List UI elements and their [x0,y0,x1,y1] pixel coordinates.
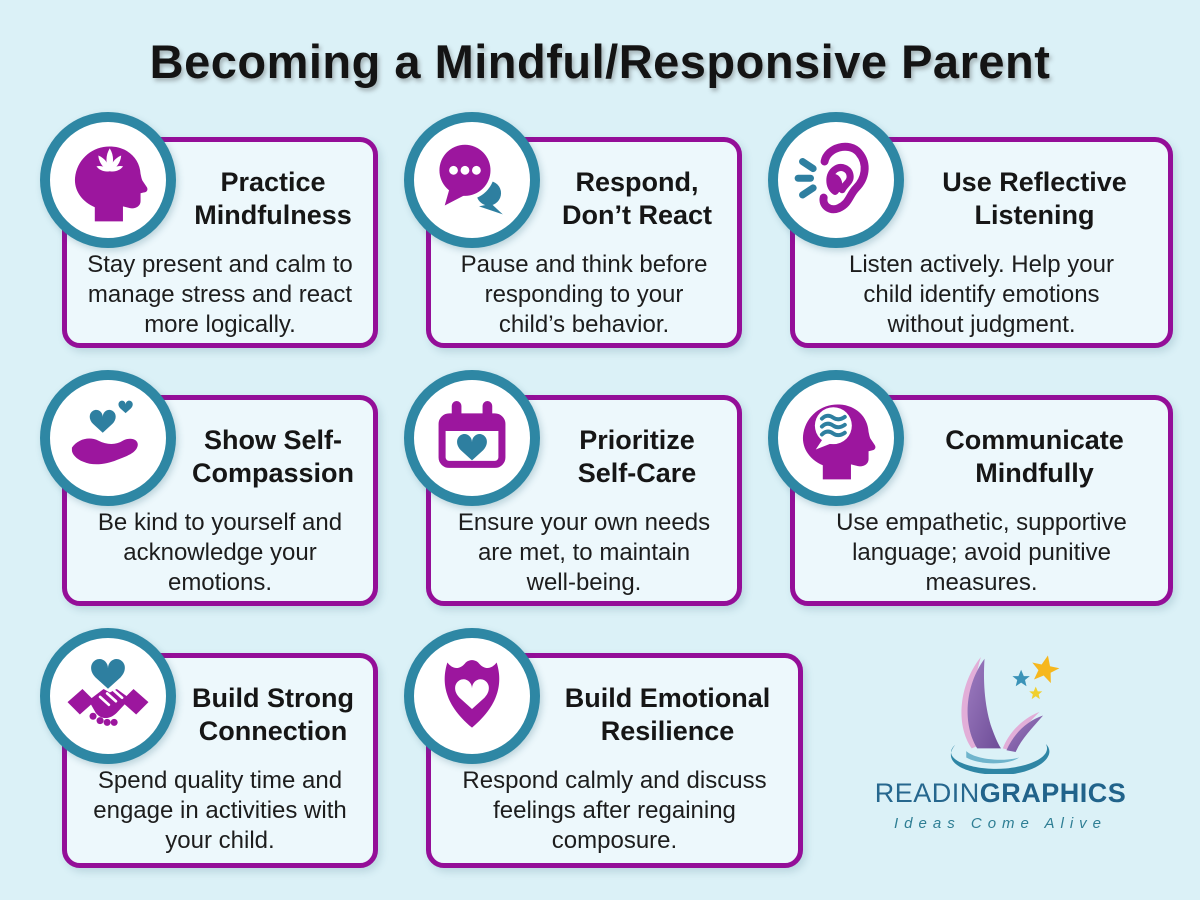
card-practice-mindfulness: Practice Mindfulness Stay present and ca… [40,112,378,348]
card-description: Use empathetic, supportive language; avo… [836,509,1127,596]
card-description: Respond calmly and discuss feelings afte… [462,767,767,854]
card-title: Build Strong Connection [192,683,354,746]
card-description: Listen actively. Help your child identif… [848,251,1114,338]
card-communicate-mindfully: Communicate Mindfully Use empathetic, su… [768,370,1173,606]
chat-bubbles-icon [404,112,540,248]
logo-tagline: Ideas Come Alive [894,815,1107,832]
card-description: Ensure your own needs are met, to mainta… [457,509,711,596]
card-show-self-compassion: Show Self- Compassion Be kind to yoursel… [40,370,378,606]
card-respond-dont-react: Respond, Don’t React Pause and think bef… [404,112,742,348]
card-use-reflective-listening: Use Reflective Listening Listen actively… [768,112,1173,348]
card-prioritize-self-care: Prioritize Self-Care Ensure your own nee… [404,370,742,606]
calendar-heart-icon [404,370,540,506]
card-title: Use Reflective Listening [942,167,1127,230]
card-title: Communicate Mindfully [945,425,1124,488]
shield-heart-icon [404,628,540,764]
card-description: Spend quality time and engage in activit… [93,767,347,854]
logo-wordmark: READINGRAPHICS [874,778,1127,808]
card-description: Be kind to yourself and acknowledge your… [97,509,343,596]
card-description: Stay present and calm to manage stress a… [87,251,353,338]
card-title: Respond, Don’t React [561,167,713,230]
card-description: Pause and think before responding to you… [460,251,708,338]
hand-hearts-icon [40,370,176,506]
mindfulness-head-icon [40,112,176,248]
cards-grid: Practice Mindfulness Stay present and ca… [40,112,1173,868]
reading-graphics-logo-icon [950,652,1062,774]
listening-ear-icon [768,112,904,248]
card-title: Prioritize Self-Care [577,425,697,488]
head-thought-waves-icon [768,370,904,506]
card-build-emotional-resilience: Build Emotional Resilience Respond calml… [404,628,803,868]
card-title: Practice Mindfulness [194,167,352,230]
card-title: Show Self- Compassion [191,425,355,488]
handshake-heart-icon [40,628,176,764]
brand-logo: READINGRAPHICS Ideas Come Alive [768,628,1173,868]
card-build-strong-connection: Build Strong Connection Spend quality ti… [40,628,378,868]
page-title: Becoming a Mindful/Responsive Parent [149,35,1051,88]
card-title: Build Emotional Resilience [564,683,771,746]
